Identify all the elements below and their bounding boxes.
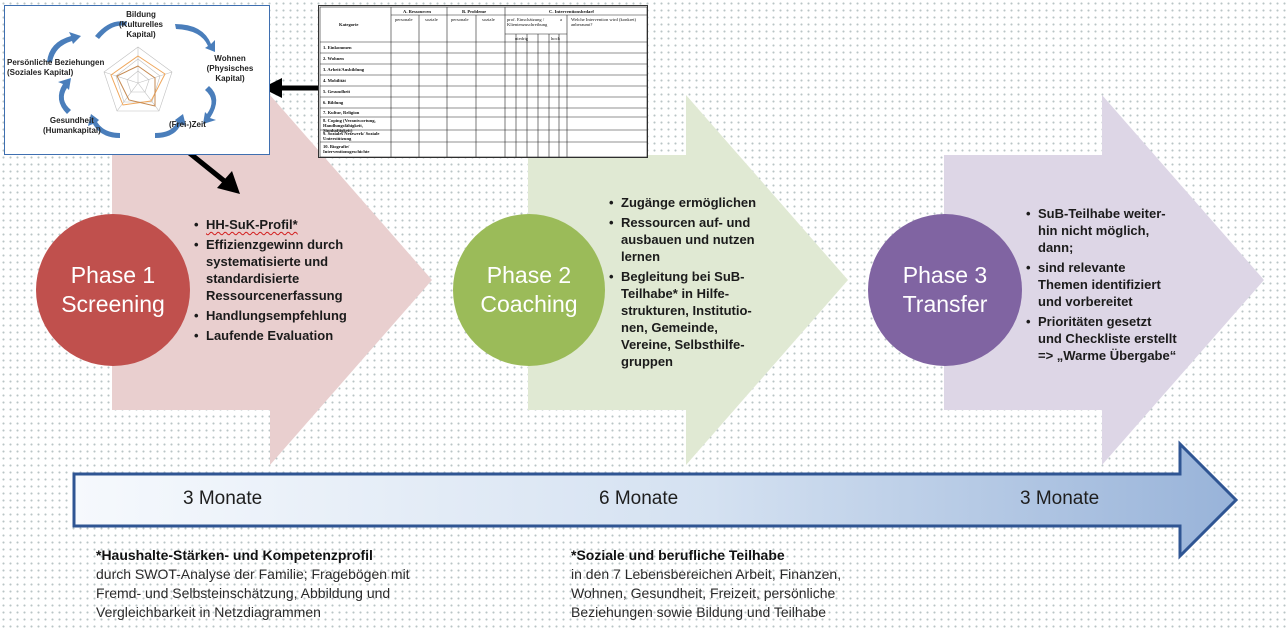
form-grid <box>319 6 648 158</box>
form-subcol-soziale-b: soziale <box>482 17 495 22</box>
form-row: 8. Coping (Verantwortung, Handlungsfähig… <box>323 118 376 133</box>
form-scale-niedrig: niedrig <box>515 36 529 41</box>
phase-2-circle: Phase 2 Coaching <box>453 214 605 366</box>
form-col-interventionsbedarf: C. Interventionsbedarf <box>549 9 594 14</box>
timeline-label-phase-2: 6 Monate <box>599 488 679 509</box>
phase-2-title: Phase 2 <box>486 262 572 288</box>
form-col-probleme: B. Probleme <box>462 9 487 14</box>
form-row: 1. Einkommen <box>323 45 352 50</box>
radar-label-zeit: (Frei-)Zeit <box>169 120 206 129</box>
footnote-title: *Soziale und berufliche Teilhabe <box>571 547 785 563</box>
timeline-label-phase-1: 3 Monate <box>183 488 263 509</box>
timeline-arrow <box>72 440 1239 560</box>
cycle-arrows <box>47 21 217 138</box>
form-subcol-a: a <box>560 17 563 22</box>
form-subcol-personale-b: personale <box>451 17 469 22</box>
form-col-kategorie: Kategorie <box>339 22 359 27</box>
footnote-sub-teilhabe: *Soziale und berufliche Teilhabe in den … <box>571 546 901 622</box>
bullet-item: sind relevante Themen identifiziert und … <box>1026 259 1178 310</box>
bullet-item: Laufende Evaluation <box>194 327 354 344</box>
radar-label-gesundheit: Gesundheit (Humankapital) <box>43 116 101 135</box>
phase-3-subtitle: Transfer <box>902 291 988 317</box>
phase-3-title: Phase 3 <box>902 262 988 288</box>
form-row: 6. Bildung <box>323 100 344 105</box>
bullet-item: SuB-Teilhabe weiter-hin nicht möglich, d… <box>1026 205 1178 256</box>
form-row: 7. Kultur, Religion <box>323 110 360 115</box>
phase-2-subtitle: Coaching <box>480 291 578 317</box>
form-subcol-intervention: Welche Intervention wird (konkret) anber… <box>571 17 637 27</box>
form-row: 4. Mobilität <box>323 78 346 83</box>
radar-label-wohnen: Wohnen (Physisches Kapital) <box>206 54 254 83</box>
footnote-line: in den 7 Lebensbereichen Arbeit, Finanze… <box>571 566 842 582</box>
bullet-item: Begleitung bei SuB-Teilhabe* in Hilfe-st… <box>609 268 763 370</box>
bullet-item: Zugänge ermöglichen <box>609 194 763 211</box>
form-subcol-personale-a: personale <box>395 17 413 22</box>
form-row: 3. Arbeit/Ausbildung <box>323 67 365 72</box>
form-row: 2. Wohnen <box>323 56 344 61</box>
bullet-item: Ressourcen auf- und ausbauen und nutzen … <box>609 214 763 265</box>
phase-1-subtitle: Screening <box>61 291 165 317</box>
form-subcol-soziale-a: soziale <box>425 17 438 22</box>
footnote-line: Fremd- und Selbsteinschätzung, Abbildung… <box>96 585 391 601</box>
footnote-title: *Haushalte-Stärken- und Kompetenzprofil <box>96 547 373 563</box>
footnote-line: durch SWOT-Analyse der Familie; Fragebög… <box>96 566 410 582</box>
phase-1-circle: Phase 1 Screening <box>36 214 190 366</box>
phase-1-bullets: HH-SuK-Profil* Effizienzgewinn durch sys… <box>194 216 354 347</box>
form-scale-hoch: hoch <box>551 36 560 41</box>
bullet-item: Handlungsempfehlung <box>194 307 354 324</box>
phase-3-circle: Phase 3 Transfer <box>868 214 1022 366</box>
form-subcol-einschaetzung: prof. Einschätzung / Klientenzuschreibun… <box>507 17 548 27</box>
radar-series-b <box>116 65 156 107</box>
radar-diagram-panel: Bildung (Kulturelles Kapital) Wohnen (Ph… <box>4 5 270 155</box>
assessment-form-thumbnail: Kategorie A. Ressourcen B. Probleme C. I… <box>318 5 648 158</box>
form-row: 5. Gesundheit <box>323 89 351 94</box>
form-row: 10. Biografie/ Interventionsgeschichte <box>323 144 370 154</box>
footnote-line: Vergleichbarkeit in Netzdiagrammen <box>96 604 321 620</box>
phase-1-title: Phase 1 <box>70 262 156 288</box>
radar-label-beziehungen: Persönliche Beziehungen (Soziales Kapita… <box>7 58 105 77</box>
bullet-item: Effizienzgewinn durch systematisierte un… <box>194 236 354 304</box>
form-row: 9. Soziales Netzwerk/ Soziale Unterstütz… <box>323 131 380 141</box>
radar-label-bildung: Bildung (Kulturelles Kapital) <box>119 10 164 39</box>
footnote-suk-profil: *Haushalte-Stärken- und Kompetenzprofil … <box>96 546 456 622</box>
timeline-label-phase-3: 3 Monate <box>1020 488 1100 509</box>
bullet-item: Prioritäten gesetzt und Checkliste erste… <box>1026 313 1178 364</box>
footnote-line: Wohnen, Gesundheit, Freizeit, persönlich… <box>571 585 836 601</box>
footnote-line: Beziehungen sowie Bildung und Teilhabe <box>571 604 827 620</box>
bullet-item: HH-SuK-Profil* <box>194 216 354 233</box>
phase-2-bullets: Zugänge ermöglichen Ressourcen auf- und … <box>609 194 763 373</box>
phase-3-bullets: SuB-Teilhabe weiter-hin nicht möglich, d… <box>1026 205 1178 367</box>
radar-series-a <box>110 55 166 106</box>
form-col-ressourcen: A. Ressourcen <box>403 9 431 14</box>
radar-chart <box>47 21 217 138</box>
